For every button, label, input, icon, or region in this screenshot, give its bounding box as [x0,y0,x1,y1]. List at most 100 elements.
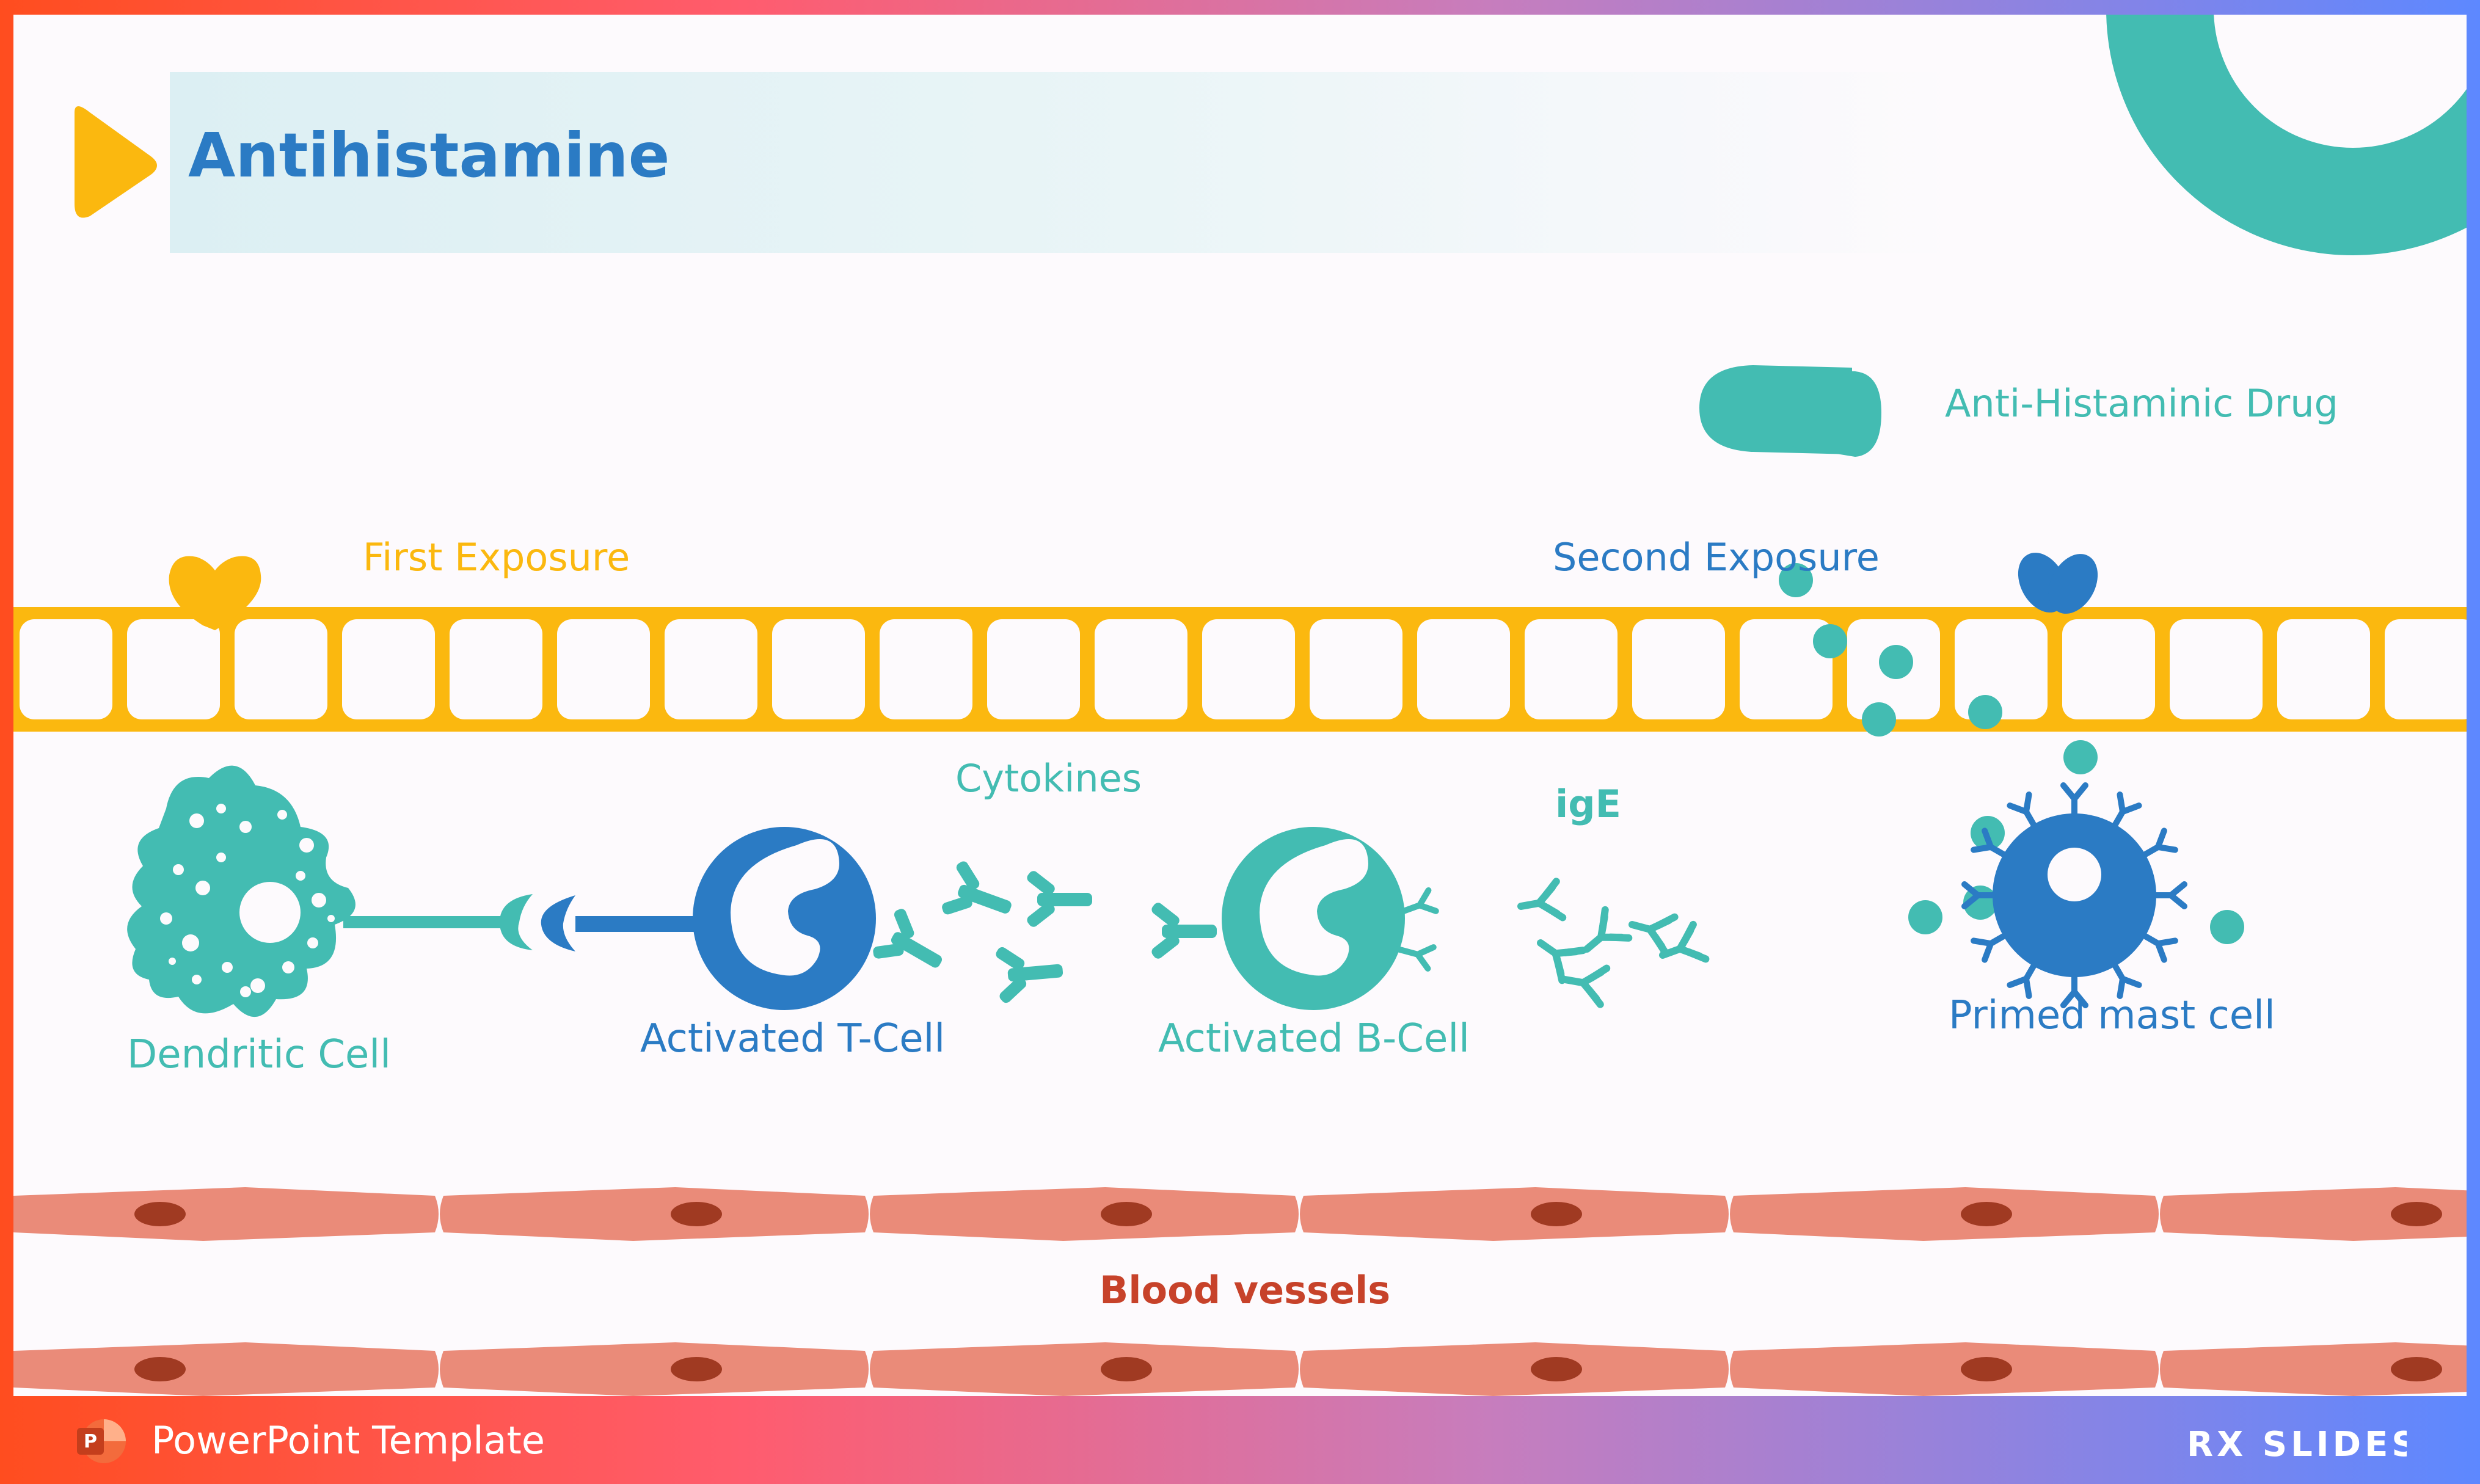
decorative-ring [2106,15,2467,255]
b-cell-receptors [1395,887,1439,972]
endothelial-cell [1730,1342,2159,1396]
first-allergen-icon [169,556,261,630]
endothelial-cell [870,1187,1299,1241]
epithelial-cell [1202,619,1295,719]
brand-logo-text: RX SLIDES [2187,1425,2407,1464]
blood-vessel-top [13,1187,2467,1241]
mast-cell-receptor [2112,791,2142,827]
mast-cell-receptor [2153,881,2187,909]
mast-cell-receptor [1961,881,1996,909]
endothelial-cell [1300,1187,1729,1241]
mast-cell-receptor [1971,827,2007,857]
endothelial-cell [1730,1187,2159,1241]
blood-vessels-label: Blood vessels [1100,1268,1391,1312]
ige-antibody [1517,878,1567,922]
epithelial-layer [13,607,2467,732]
endothelial-cell [440,1342,869,1396]
second-exposure-label: Second Exposure [1553,535,1880,580]
endothelial-nucleus [1101,1202,1152,1226]
endothelial-nucleus [2391,1202,2442,1226]
slide-canvas: Antihistamine Anti-Histaminic Drug First… [13,15,2467,1396]
ige-antibody [1537,939,1587,984]
endothelial-nucleus [671,1202,722,1226]
mast-cell-receptor [2007,963,2037,999]
epithelial-cell [880,619,972,719]
epithelial-cell [1632,619,1725,719]
blood-vessel-bottom [13,1342,2467,1396]
epithelial-cell [1310,619,1402,719]
endothelial-nucleus [671,1357,722,1381]
epithelial-cell [1095,619,1187,719]
epithelial-cell [2062,619,2155,719]
epithelial-cell [987,619,1080,719]
epithelial-cell [557,619,650,719]
endothelial-nucleus [1531,1202,1582,1226]
mast-cell-receptor [2060,974,2088,1008]
ige-antibody [1583,906,1633,953]
endothelial-nucleus [2391,1357,2442,1381]
mast-cell-receptor [2142,933,2178,963]
cytokine-receptor [1151,903,1217,959]
endothelial-nucleus [1961,1202,2012,1226]
endothelial-cell [440,1187,869,1241]
cytokine-receptor [873,909,943,968]
rx-slides-logo: RX SLIDES [2187,1425,2407,1464]
endothelial-cell [2160,1342,2467,1396]
play-icon [75,106,157,218]
endothelial-nucleus [1531,1357,1582,1381]
epithelial-cell [1525,619,1617,719]
endothelial-nucleus [134,1357,186,1381]
epithelial-cell [20,619,112,719]
mast-cell-label: Primed mast cell [1949,993,2275,1038]
b-cell-icon [1222,827,1405,1010]
mast-cell-receptor [2007,791,2037,827]
epithelial-cell [2385,619,2467,719]
t-cell-arrow [541,895,710,951]
cytokines-label: Cytokines [955,756,1142,801]
ige-label: igE [1555,782,1621,826]
mast-cell-receptor [1971,933,2007,963]
t-cell-icon [693,827,876,1010]
ige-antibody [1561,964,1611,1008]
drug-capsule-icon [1699,365,1881,457]
drug-label: Anti-Histaminic Drug [1945,381,2338,426]
cytokine-receptor [996,947,1063,1003]
epithelial-cell [450,619,542,719]
dendritic-cell-label: Dendritic Cell [127,1032,391,1077]
endothelial-nucleus [134,1202,186,1226]
mast-cell-receptor [2060,782,2088,817]
second-allergen-icon [2018,553,2098,614]
powerpoint-icon: P [77,1419,126,1463]
cytokine-receptor [942,861,1012,915]
epithelial-cell [1417,619,1510,719]
endothelial-nucleus [1961,1357,2012,1381]
dendritic-cell-icon [127,765,533,1017]
epithelial-cell [235,619,327,719]
endothelial-cell [870,1342,1299,1396]
endothelial-cell [1300,1342,1729,1396]
epithelial-cell [772,619,865,719]
title-band [170,72,1953,253]
diagram-canvas [13,15,2467,1396]
endothelial-nucleus [1101,1357,1152,1381]
slide-title: Antihistamine [188,120,670,191]
endothelial-cell [2160,1187,2467,1241]
mast-cell-icon [1961,782,2187,1008]
mast-cell-receptor [2142,827,2178,857]
ppt-icon-letter: P [84,1431,97,1452]
footer-bar: P PowerPoint Template RX SLIDES [0,1396,2480,1484]
endothelial-cell [13,1342,439,1396]
epithelial-cell [2170,619,2263,719]
endothelial-cell [13,1187,439,1241]
ige-antibody [1628,913,1679,956]
epithelial-cell [1740,619,1833,719]
epithelial-cell [342,619,435,719]
footer-template-label: PowerPoint Template [151,1418,545,1463]
mast-cell-receptor [2112,963,2142,999]
epithelial-cell [1955,619,2048,719]
epithelial-cell [127,619,220,719]
t-cell-label: Activated T-Cell [640,1016,946,1061]
epithelial-cell [665,619,757,719]
cytokine-receptor [1027,871,1092,927]
